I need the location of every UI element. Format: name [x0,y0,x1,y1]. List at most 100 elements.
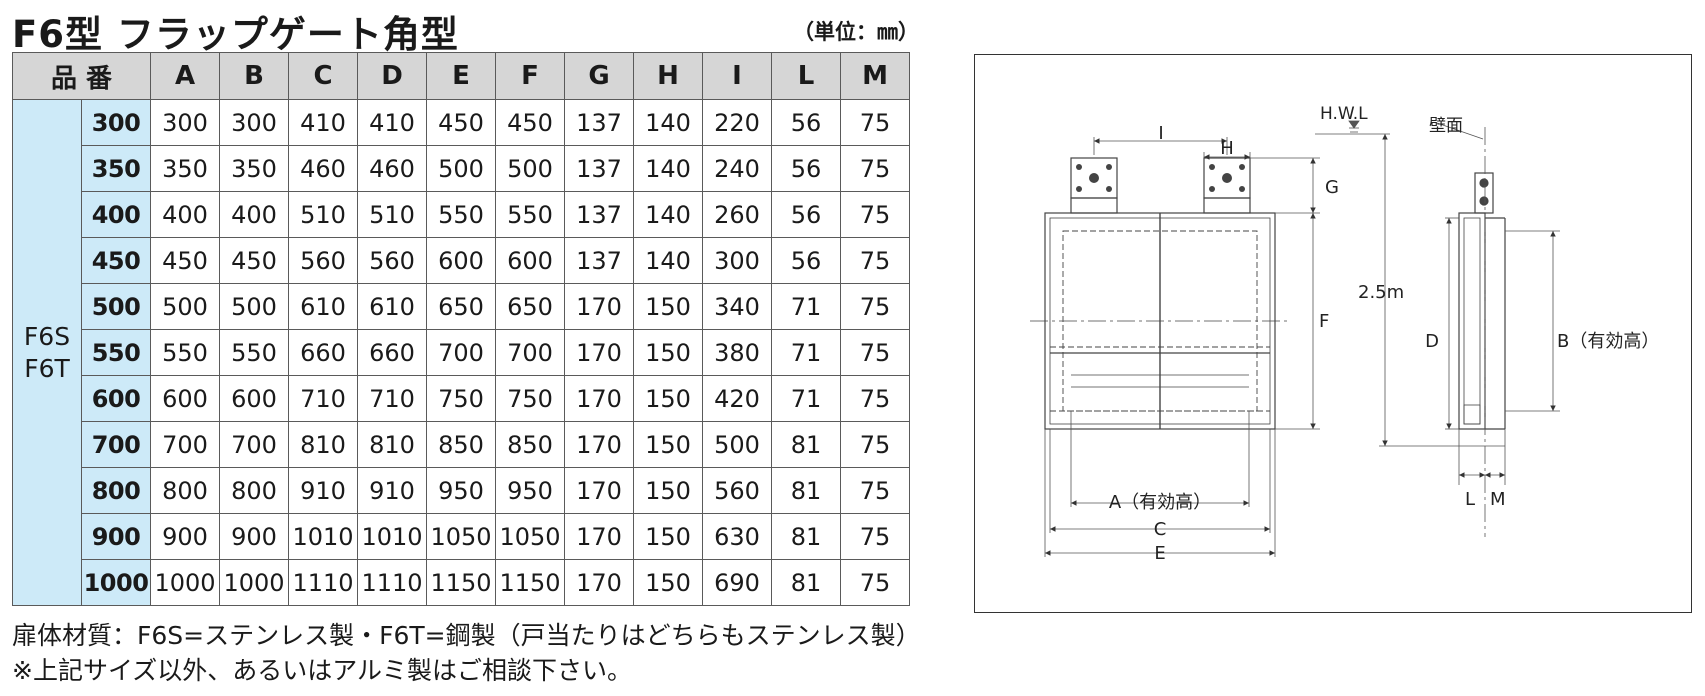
diagram-drawing: I H G F H.W.L 壁面 2.5m D B（有効高） A（有効高） C … [1030,104,1659,564]
dimension-cell: 900 [219,513,289,560]
label-g: G [1325,177,1339,198]
dimension-cell: 410 [288,99,358,146]
dimension-cell: 450 [426,99,496,146]
dimension-cell: 710 [357,375,427,422]
header-m: M [840,52,910,100]
dimension-cell: 1150 [426,559,496,606]
dimension-cell: 75 [840,99,910,146]
dimension-cell: 75 [840,467,910,514]
dimension-cell: 630 [702,513,772,560]
dimension-cell: 81 [771,467,841,514]
dimension-cell: 660 [288,329,358,376]
page-title: F6型 フラップゲート角型 [12,13,459,56]
dimension-cell: 700 [150,421,220,468]
model-number-cell: 500 [81,283,151,330]
dimension-cell: 850 [426,421,496,468]
label-a: A（有効高） [1109,492,1211,513]
dimension-cell: 137 [564,145,634,192]
dimension-cell: 500 [426,145,496,192]
dimension-cell: 500 [495,145,565,192]
dimension-cell: 71 [771,329,841,376]
dimension-cell: 300 [702,237,772,284]
dimension-cell: 75 [840,421,910,468]
model-number-cell: 550 [81,329,151,376]
dimension-cell: 340 [702,283,772,330]
dimension-cell: 700 [495,329,565,376]
header-d: D [357,52,427,100]
dimension-cell: 75 [840,191,910,238]
header-l: L [771,52,841,100]
model-number-cell: 350 [81,145,151,192]
dimension-cell: 1010 [357,513,427,560]
dimension-cell: 500 [702,421,772,468]
dimension-cell: 220 [702,99,772,146]
side-frame [1458,212,1486,430]
dimension-cell: 750 [426,375,496,422]
dimension-cell: 800 [150,467,220,514]
dimension-cell: 610 [357,283,427,330]
label-i: I [1158,123,1163,144]
dimension-cell: 410 [357,99,427,146]
label-wall: 壁面 [1429,116,1463,136]
dimension-cell: 150 [633,559,703,606]
header-i: I [702,52,772,100]
model-number-cell: 450 [81,237,151,284]
dimension-cell: 1110 [357,559,427,606]
dimension-cell: 450 [219,237,289,284]
label-f: F [1319,311,1329,332]
dimension-cell: 700 [219,421,289,468]
dimension-cell: 1000 [150,559,220,606]
dimension-cell: 81 [771,559,841,606]
dimension-cell: 600 [426,237,496,284]
unit-note: （単位：㎜） [793,20,919,44]
dimension-cell: 460 [357,145,427,192]
model-number-cell: 300 [81,99,151,146]
model-number-cell: 700 [81,421,151,468]
label-height: 2.5m [1358,282,1404,303]
dimension-cell: 380 [702,329,772,376]
series-name: F6S [23,321,71,351]
dimension-cell: 950 [495,467,565,514]
header-a: A [150,52,220,100]
dimension-cell: 1110 [288,559,358,606]
dimension-cell: 510 [288,191,358,238]
dimension-cell: 900 [150,513,220,560]
model-number-cell: 900 [81,513,151,560]
dimension-cell: 71 [771,283,841,330]
dimension-cell: 75 [840,559,910,606]
dimension-cell: 450 [150,237,220,284]
dimension-cell: 1050 [426,513,496,560]
dimension-cell: 750 [495,375,565,422]
dimension-cell: 910 [288,467,358,514]
notes: 扉体材質：F6S=ステンレス製・F6T=鋼製（戸当たりはどちらもステンレス製） … [12,618,921,688]
dimension-cell: 170 [564,421,634,468]
header-e: E [426,52,496,100]
series-name: F6T [24,353,70,383]
dimension-cell: 150 [633,421,703,468]
note-consult: ※上記サイズ以外、あるいはアルミ製はご相談下さい。 [12,656,632,685]
dimension-cell: 56 [771,237,841,284]
dimension-cell: 260 [702,191,772,238]
dimension-cell: 560 [288,237,358,284]
dimension-cell: 81 [771,421,841,468]
label-m: M [1490,489,1506,510]
dimension-cell: 140 [633,145,703,192]
dimension-cell: 450 [495,99,565,146]
dimension-cell: 56 [771,191,841,238]
label-c: C [1154,519,1167,540]
dimension-cell: 710 [288,375,358,422]
model-number-cell: 800 [81,467,151,514]
dimension-cell: 1010 [288,513,358,560]
dimension-cell: 500 [150,283,220,330]
dimension-cell: 300 [219,99,289,146]
dimension-cell: 170 [564,467,634,514]
dimension-cell: 550 [495,191,565,238]
dimension-cell: 137 [564,237,634,284]
